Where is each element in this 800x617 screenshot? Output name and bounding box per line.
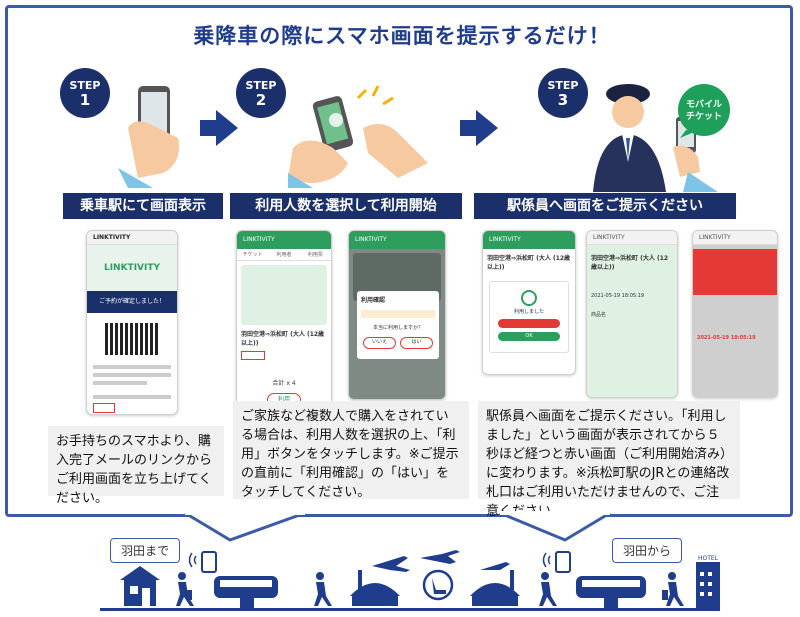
yes-button[interactable]: はい (400, 337, 433, 349)
page-title: 乗降車の際にスマホ画面を提示するだけ！ (193, 24, 611, 48)
confirm-banner: ご予約が確定しました！ (87, 291, 177, 313)
app-header: LINKTIVITY (349, 231, 445, 249)
hand-phone-illustration-1 (118, 86, 179, 188)
route-name: 羽田空港⇒浜松町 (大人 (12歳以上)) (241, 331, 325, 347)
walker-icon (176, 572, 194, 606)
mobile-ticket-badge: モバイル チケット (678, 84, 730, 138)
step-2-phone-screen-b: LINKTIVITY 利用確認 本当に利用しますか？ いいえ はい (348, 230, 446, 400)
step-number: 2 (255, 91, 267, 109)
step-1-description: お手持ちのスマホより、購入完了メールのリンクからご利用画面を立ち上げてください。 (48, 426, 224, 506)
tab-voucher[interactable]: 利用票 (307, 252, 323, 258)
step-3-title: 駅係員へ画面をご提示ください (474, 193, 736, 219)
route-name: 羽田空港⇒浜松町 (大人 (12歳以上)) (591, 255, 669, 271)
tab-ticket[interactable]: チケット (242, 252, 263, 258)
step-number: 1 (79, 91, 91, 109)
airplane-icon (372, 556, 410, 572)
used-text: 利用しました (513, 309, 544, 315)
total-count: 合計 x 4 (272, 380, 296, 387)
monorail-icon (576, 576, 646, 608)
confirm-dialog: 利用確認 本当に利用しますか？ いいえ はい (357, 291, 439, 359)
step-2-title: 利用人数を選択して利用開始 (230, 193, 462, 219)
monorail-icon (214, 576, 278, 608)
qr-code (105, 323, 159, 355)
seat-icon (422, 569, 454, 601)
step-3-phone-screen-b: LINKTIVITY 羽田空港⇒浜松町 (大人 (12歳以上)) 2021-05… (586, 230, 678, 398)
route-illustration: HOTEL (100, 511, 720, 611)
route-name: 羽田空港⇒浜松町 (大人 (12歳以上)) (487, 255, 571, 271)
arrow-2-body (460, 120, 478, 136)
step-label: STEP (245, 79, 277, 92)
house-icon (120, 566, 160, 606)
phone-signal-icon (188, 551, 217, 573)
phone-signal-icon (542, 551, 571, 573)
app-header: LINKTIVITY (237, 231, 331, 249)
email-sender: LINKTIVITY (87, 231, 177, 245)
step-3-phone-screen-c: LINKTIVITY 2021-05-19 18:05:19 (692, 230, 778, 398)
arrow-right-icon (476, 110, 498, 146)
arrow-1-body (200, 120, 218, 136)
step-label: STEP (69, 79, 101, 92)
walker-icon (314, 572, 332, 606)
badge-line-1: モバイル (686, 99, 722, 110)
airport-terminal-icon (350, 570, 400, 606)
used-date: 2021-05-19 18:05:19 (697, 335, 756, 341)
airport-terminal-icon (470, 562, 520, 606)
main-frame: 乗降車の際にスマホ画面を提示するだけ！ STEP 1 STEP 2 STEP 3 (5, 5, 793, 519)
walker-icon (539, 572, 557, 606)
step-1-phone-screen: LINKTIVITY LINKTIVITY ご予約が確定しました！ (86, 230, 178, 415)
step-3-phone-screen-a: LINKTIVITY 羽田空港⇒浜松町 (大人 (12歳以上)) 利用しました … (482, 230, 576, 375)
step-3-badge: STEP 3 (538, 68, 588, 118)
ok-button[interactable]: OK (498, 332, 560, 341)
walker-icon (662, 572, 684, 606)
step-number: 3 (557, 91, 569, 109)
app-header: LINKTIVITY (587, 231, 677, 245)
hand-phone-illustration-2 (288, 85, 428, 188)
badge-line-2: チケット (686, 111, 722, 122)
arrow-right-icon (216, 110, 238, 146)
no-button[interactable]: いいえ (363, 337, 396, 349)
app-header: LINKTIVITY (483, 231, 575, 249)
step-1-badge: STEP 1 (60, 68, 110, 118)
dialog-title: 利用確認 (361, 297, 386, 304)
step-1-title: 乗車駅にて画面表示 (63, 193, 223, 219)
app-header: LINKTIVITY (693, 231, 777, 245)
item-name: 商品名 (591, 312, 607, 318)
count-selector[interactable] (241, 351, 265, 360)
check-icon (521, 290, 537, 306)
use-date: 2021-05-19 18:05:19 (591, 293, 645, 299)
from-haneda-label: 羽田から (612, 538, 683, 563)
step-label: STEP (547, 79, 579, 92)
dialog-question: 本当に利用しますか？ (372, 325, 423, 331)
tab-users[interactable]: 利用者 (276, 252, 292, 258)
airplane-icon (420, 550, 460, 564)
step-2-phone-screen-a: LINKTIVITY チケット 利用者 利用票 羽田空港⇒浜松町 (大人 (12… (236, 230, 332, 410)
step-2-description: ご家族など複数人で購入をされている場合は、利用人数を選択の上、「利用」ボタンをタ… (233, 401, 469, 500)
step-2-badge: STEP 2 (236, 68, 286, 118)
used-dialog: 利用しました OK (489, 281, 569, 353)
hotel-icon (696, 562, 720, 608)
to-haneda-label: 羽田まで (110, 538, 181, 563)
hotel-sign: HOTEL (698, 555, 719, 562)
step-3-description: 駅係員へ画面をご提示ください。「利用しました」という画面が表示されてから５秒ほど… (478, 401, 740, 519)
linktivity-logo: LINKTIVITY (87, 245, 177, 291)
